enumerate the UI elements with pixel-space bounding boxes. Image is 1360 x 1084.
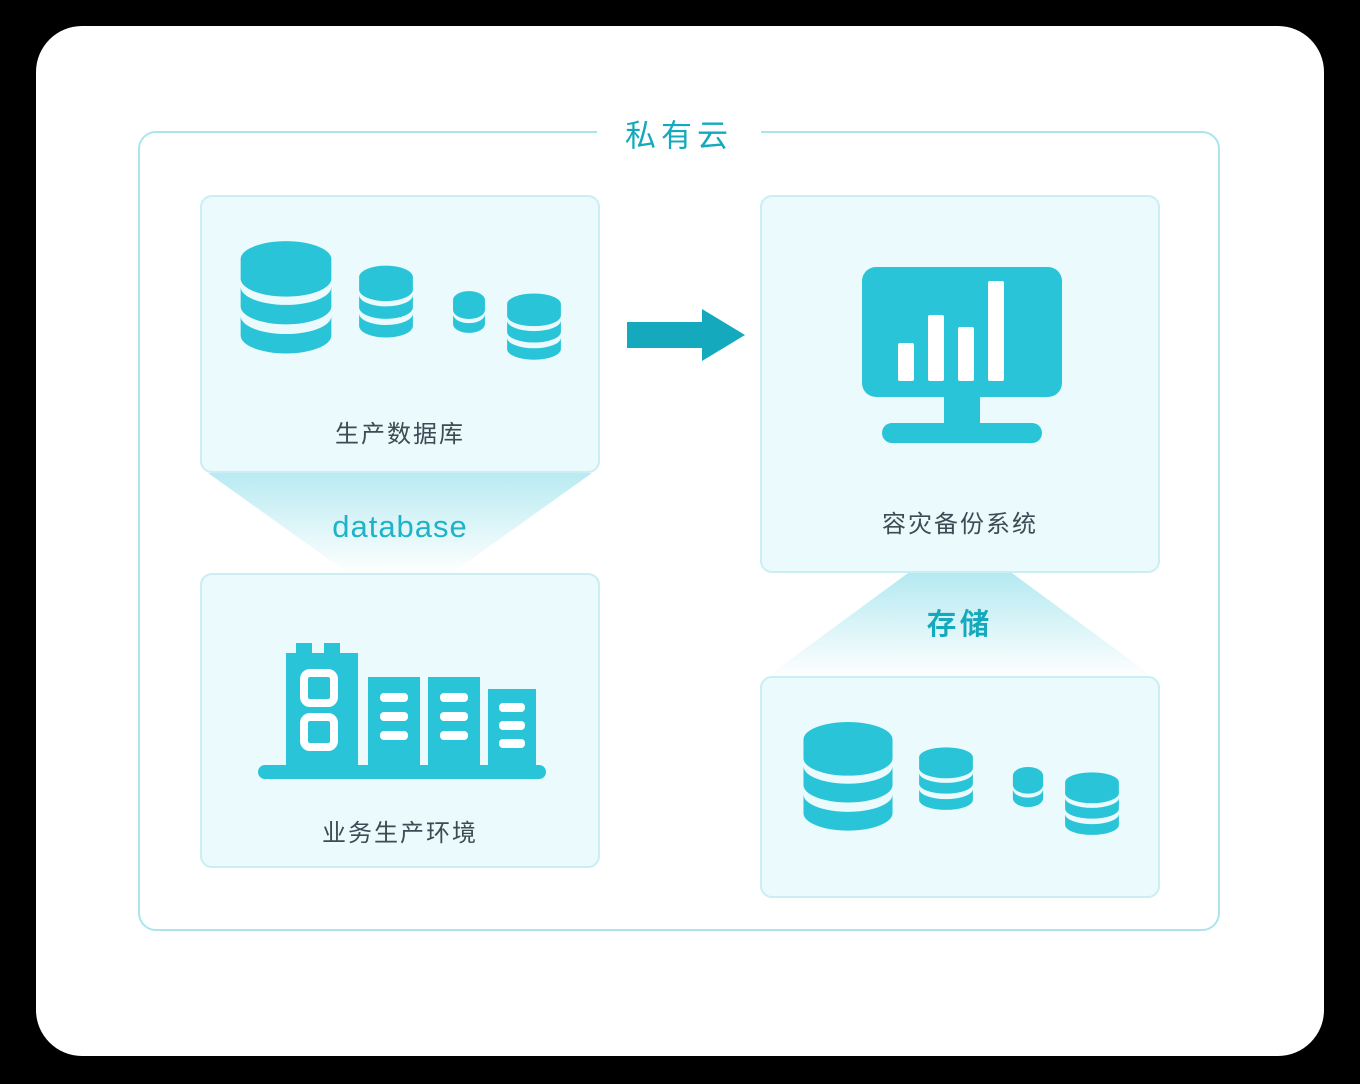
private-cloud-container: 私有云 <box>138 110 1220 931</box>
business-environment-box: 业务生产环境 <box>200 573 600 868</box>
database-flow-label: database <box>332 509 468 544</box>
database-cylinder-large-icon <box>803 722 893 831</box>
database-cylinder-small2-icon <box>1065 772 1119 835</box>
database-cylinder-large-icon <box>240 241 332 354</box>
buildings-icon <box>258 643 546 779</box>
backup-system-box: 容灾备份系统 <box>760 195 1160 573</box>
arrow-right-icon <box>627 309 745 361</box>
storage-flow-label: 存储 <box>926 609 993 641</box>
monitor-chart-icon <box>862 267 1062 443</box>
database-cylinder-medium-icon <box>359 265 413 338</box>
production-database-label: 生产数据库 <box>335 421 465 448</box>
database-cylinder-small-icon <box>453 291 485 333</box>
storage-box <box>760 676 1160 898</box>
database-cylinder-small-icon <box>1012 767 1044 807</box>
database-cylinder-medium-icon <box>919 747 973 810</box>
database-cylinder-small2-icon <box>507 293 561 360</box>
private-cloud-title: 私有云 <box>597 110 761 156</box>
diagram-card: 私有云 <box>36 26 1324 1056</box>
production-database-box: 生产数据库 <box>200 195 600 473</box>
business-environment-label: 业务生产环境 <box>322 820 478 847</box>
backup-system-label: 容灾备份系统 <box>882 511 1038 538</box>
